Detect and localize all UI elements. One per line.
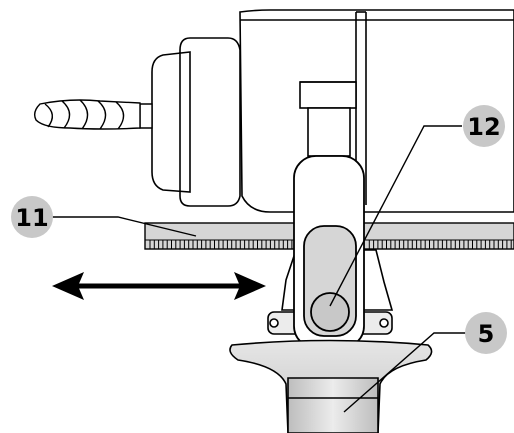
- callout-label-11: 11: [15, 204, 48, 232]
- callout-label-5: 5: [478, 320, 495, 348]
- leader-line-12: [329, 125, 462, 307]
- callout-11: 11: [11, 196, 53, 238]
- leader-line-11: [50, 216, 197, 237]
- double-headed-arrow: [52, 272, 266, 300]
- locking-knob: [293, 155, 365, 349]
- leader-lines: [50, 125, 466, 413]
- callout-12: 12: [463, 105, 505, 147]
- drill-bit: [33, 99, 153, 130]
- auxiliary-handle: [229, 339, 433, 433]
- rack-teeth: [149, 240, 512, 249]
- chuck: [151, 51, 191, 193]
- depth-gauge-bracket: [299, 81, 357, 157]
- callout-label-12: 12: [467, 113, 500, 141]
- callout-bubble: [465, 312, 507, 354]
- callout-5: 5: [465, 312, 507, 354]
- leader-line-5: [343, 332, 466, 413]
- callout-bubble: [463, 105, 505, 147]
- callout-bubble: [11, 196, 53, 238]
